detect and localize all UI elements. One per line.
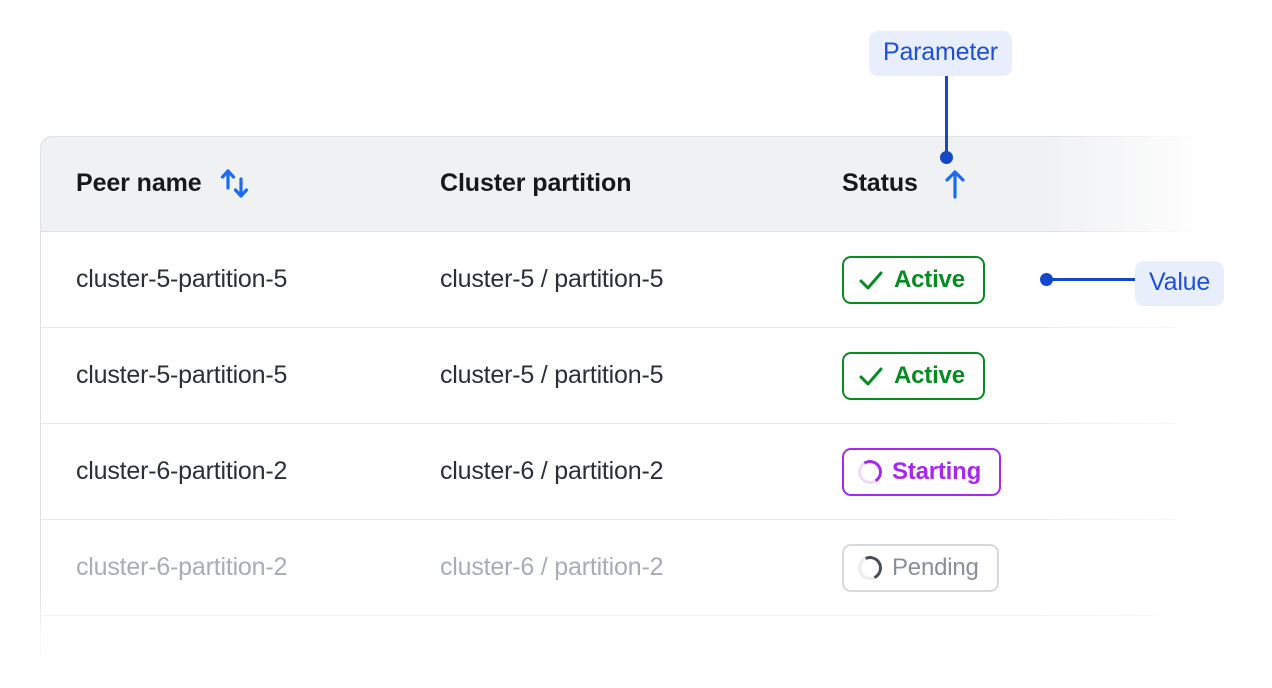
status-badge: Active xyxy=(842,255,985,304)
cell-cluster-partition: cluster-5 / partition-5 xyxy=(440,265,842,294)
cell-cluster-partition: cluster-6 / partition-2 xyxy=(440,457,842,486)
annotation-line-parameter xyxy=(945,72,948,156)
status-badge: Active xyxy=(842,351,985,400)
cell-peer-name: cluster-5-partition-5 xyxy=(40,361,440,390)
check-icon xyxy=(858,268,884,292)
status-badge-label: Pending xyxy=(892,553,979,581)
status-badge: Pending xyxy=(842,543,999,592)
peer-name-text: cluster-6-partition-2 xyxy=(76,553,288,581)
cell-status: Active xyxy=(842,351,1240,400)
spinner-icon xyxy=(855,457,885,486)
peer-name-text: cluster-5-partition-5 xyxy=(76,265,288,293)
table-header-row: Peer name Cluster partition Status xyxy=(40,136,1240,232)
table-row[interactable] xyxy=(40,616,1240,688)
annotation-dot-parameter xyxy=(940,151,953,164)
column-header-peer-name-label: Peer name xyxy=(76,169,202,197)
cell-status: Starting xyxy=(842,447,1240,496)
column-header-cluster-partition[interactable]: Cluster partition xyxy=(440,169,842,198)
status-badge-label: Active xyxy=(894,265,965,293)
cluster-partition-text: cluster-6 / partition-2 xyxy=(440,457,664,485)
annotation-line-value xyxy=(1052,278,1138,281)
cell-peer-name: cluster-6-partition-2 xyxy=(40,553,440,582)
cluster-partition-text: cluster-5 / partition-5 xyxy=(440,265,664,293)
status-badge-label: Starting xyxy=(892,457,982,485)
check-icon xyxy=(858,364,884,388)
annotation-label-value: Value xyxy=(1135,261,1225,306)
peer-name-text: cluster-5-partition-5 xyxy=(76,361,288,389)
table-row[interactable]: cluster-6-partition-2 cluster-6 / partit… xyxy=(40,520,1240,616)
column-header-status-label: Status xyxy=(842,169,918,197)
column-header-cluster-partition-label: Cluster partition xyxy=(440,169,632,197)
cell-cluster-partition: cluster-6 / partition-2 xyxy=(440,553,842,582)
table-row[interactable]: cluster-6-partition-2 cluster-6 / partit… xyxy=(40,424,1240,520)
cell-status: Active xyxy=(842,255,1240,304)
status-badge: Starting xyxy=(842,447,1002,496)
column-header-peer-name[interactable]: Peer name xyxy=(40,166,440,202)
cluster-partition-text: cluster-5 / partition-5 xyxy=(440,361,664,389)
column-header-status[interactable]: Status xyxy=(842,167,1240,201)
cell-peer-name: cluster-5-partition-5 xyxy=(40,265,440,294)
annotation-dot-value xyxy=(1040,273,1053,286)
annotation-label-parameter: Parameter xyxy=(869,31,1012,76)
status-badge-label: Active xyxy=(894,361,965,389)
table-row[interactable]: cluster-5-partition-5 cluster-5 / partit… xyxy=(40,328,1240,424)
cell-peer-name: cluster-6-partition-2 xyxy=(40,457,440,486)
cell-status: Pending xyxy=(842,543,1240,592)
sort-ascending-arrow-icon[interactable] xyxy=(940,167,970,201)
peer-name-text: cluster-6-partition-2 xyxy=(76,457,288,485)
cluster-partition-text: cluster-6 / partition-2 xyxy=(440,553,664,581)
peers-table: Peer name Cluster partition Status xyxy=(40,136,1240,688)
spinner-icon xyxy=(854,552,886,583)
cell-cluster-partition: cluster-5 / partition-5 xyxy=(440,361,842,390)
sort-both-arrows-icon[interactable] xyxy=(218,166,252,202)
